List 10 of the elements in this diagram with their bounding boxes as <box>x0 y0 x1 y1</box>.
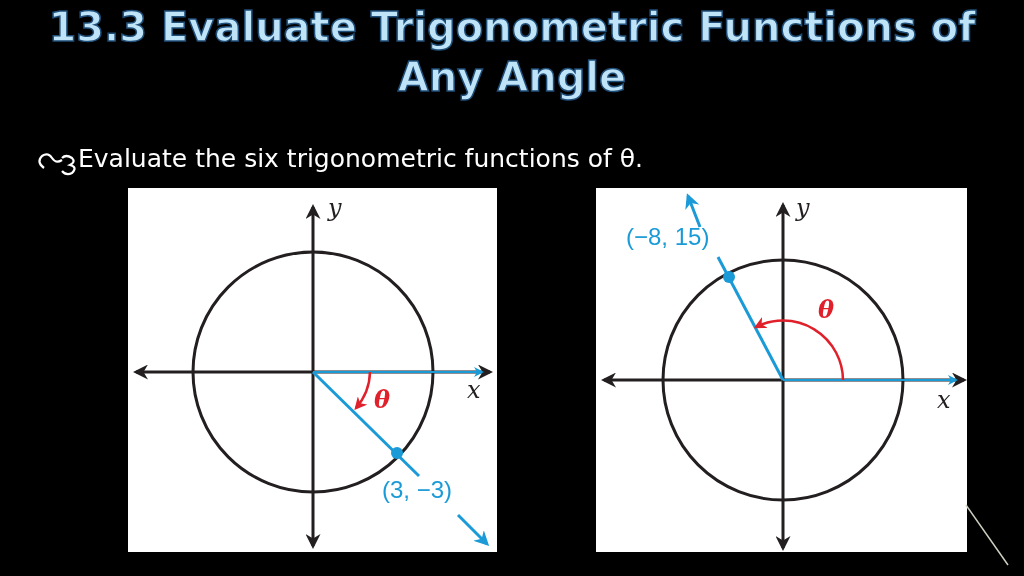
point-label: (3, −3) <box>382 477 453 504</box>
axis-label: x <box>937 387 951 414</box>
axis-label: x <box>467 377 481 404</box>
axis-label: y <box>328 195 342 222</box>
point-label: (−8, 15) <box>626 224 710 251</box>
bullet-text: Evaluate the six trigonometric functions of θ. <box>78 145 643 173</box>
angle-label: θ <box>818 297 834 324</box>
slide-title: 13.3 Evaluate Trigonometric Functions of Any Angle <box>47 3 977 102</box>
angle-label: θ <box>374 387 390 414</box>
axis-label: y <box>796 195 810 222</box>
